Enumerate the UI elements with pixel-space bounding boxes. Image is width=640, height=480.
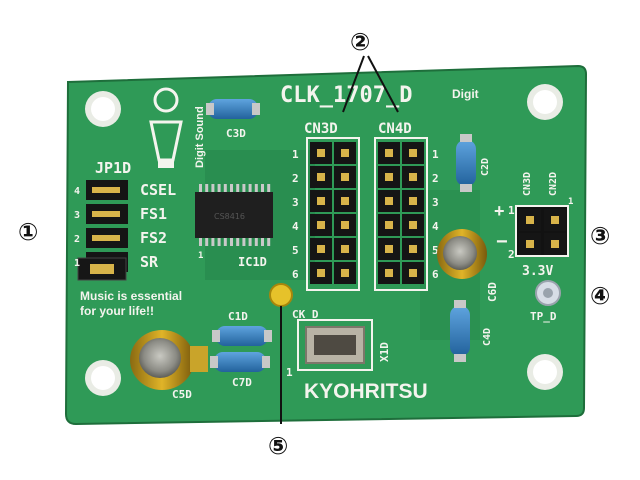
capacitor-c2d <box>456 140 476 186</box>
capacitor-c1d <box>216 326 268 346</box>
label-plus-one: 1 <box>508 204 515 217</box>
cn4d-pin-number: 1 <box>432 148 439 161</box>
label-cn4d: CN4D <box>378 121 412 137</box>
mounting-hole-top-left <box>85 91 121 127</box>
slogan-line-2: for your life!! <box>80 304 154 318</box>
maker-name: KYOHRITSU <box>304 380 428 403</box>
jumper-pin-number: 2 <box>74 234 80 245</box>
label-power-edge-one: 1 <box>568 197 573 207</box>
cn4d-pin-number: 2 <box>432 172 439 185</box>
label-c1d: C1D <box>228 310 248 323</box>
jumper-label: SR <box>140 253 159 271</box>
mounting-hole-bottom-left <box>85 360 121 396</box>
capacitor-c3d <box>208 99 258 119</box>
callout-1: ① <box>18 218 38 246</box>
ic-pin-one: 1 <box>198 251 203 261</box>
mounting-hole-bottom-right <box>527 354 563 390</box>
label-c5d: C5D <box>172 388 192 401</box>
label-c2d: C2D <box>480 158 491 176</box>
jumper-label: FS2 <box>140 229 167 247</box>
label-plus: + <box>494 201 505 221</box>
connector-cn4d-pins <box>378 142 424 284</box>
capacitor-c5d <box>130 330 208 390</box>
jumper-pin-number: 4 <box>74 186 80 197</box>
label-c6d: C6D <box>486 282 499 302</box>
label-power-cn2d: CN2D <box>548 172 559 196</box>
jumper-pin <box>114 204 128 224</box>
callout-2-line-right <box>367 55 399 113</box>
cn3d-pin-number: 3 <box>292 196 299 209</box>
label-power-cn3d: CN3D <box>522 172 533 196</box>
cn3d-pin-number: 6 <box>292 268 299 281</box>
cn4d-pin-number: 6 <box>432 268 439 281</box>
callout-5: ⑤ <box>268 432 288 460</box>
capacitor-c6d <box>437 229 487 279</box>
label-cn3d: CN3D <box>304 121 338 137</box>
logo-text: Digit Sound <box>194 106 206 168</box>
capacitor-c4d <box>450 306 470 356</box>
jumper-pin <box>114 228 128 248</box>
svg-text:CS8416: CS8416 <box>214 212 245 221</box>
cn4d-pin-number: 4 <box>432 220 439 233</box>
cn4d-pin-number: 5 <box>432 244 439 257</box>
label-c7d: C7D <box>232 376 252 389</box>
connector-cn3d-pins <box>310 142 356 284</box>
capacitor-c7d <box>214 352 266 372</box>
label-x1d: X1D <box>378 342 391 362</box>
mounting-hole-top-right <box>527 84 563 120</box>
board-brand: Digit <box>452 87 479 101</box>
label-minus-two: 2 <box>508 248 515 261</box>
cn3d-pin-number: 2 <box>292 172 299 185</box>
jumper-label: FS1 <box>140 205 167 223</box>
callout-2: ② <box>350 28 370 56</box>
jumper-label: CSEL <box>140 181 176 199</box>
oscillator-pin-one: 1 <box>286 366 293 379</box>
callout-3: ③ <box>590 222 610 250</box>
slogan-line-1: Music is essential <box>80 289 182 303</box>
test-point-ck <box>269 283 293 307</box>
callout-2-line-left <box>342 55 365 113</box>
label-c3d: C3D <box>226 127 246 140</box>
label-ck-d: CK_D <box>292 308 319 321</box>
cn3d-pin-number: 4 <box>292 220 299 233</box>
callout-4: ④ <box>590 282 610 310</box>
digit-sound-logo <box>149 87 183 168</box>
label-tp-d: TP_D <box>530 310 557 323</box>
cn4d-pin-number: 3 <box>432 196 439 209</box>
ic-chip-ic1d: CS8416 <box>195 184 273 246</box>
jumper-jp1d-pins <box>77 180 128 281</box>
cn3d-pin-number: 5 <box>292 244 299 257</box>
label-minus: − <box>496 231 508 253</box>
label-c4d: C4D <box>482 328 493 346</box>
cn3d-pin-number: 1 <box>292 148 299 161</box>
jumper-pin <box>114 180 128 200</box>
label-voltage: 3.3V <box>522 264 553 279</box>
jumper-pin-number: 3 <box>74 210 80 221</box>
label-ic1d: IC1D <box>238 255 267 269</box>
jumper-pin-number: 1 <box>74 258 80 269</box>
label-jp1d: JP1D <box>95 159 131 177</box>
